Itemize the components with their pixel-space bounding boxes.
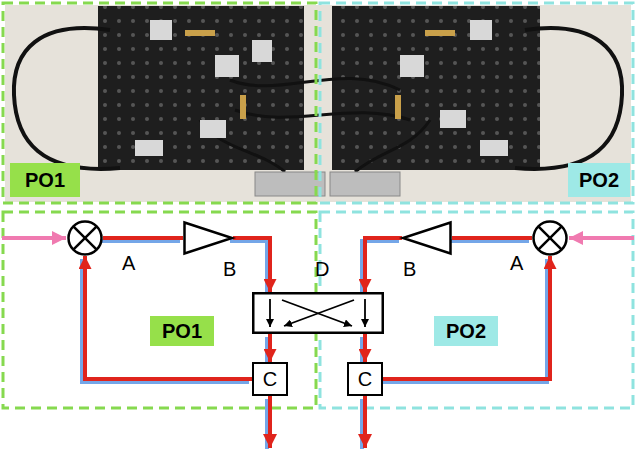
region-outline: [320, 3, 633, 203]
cable: [355, 120, 430, 172]
breadboard-holes: [98, 6, 304, 170]
signal-path: [362, 238, 402, 295]
cable: [235, 110, 410, 120]
mixer-node: A: [532, 220, 568, 256]
signal-path-line: [85, 256, 252, 379]
component-letter: C: [358, 369, 372, 389]
signal-path-line: [233, 238, 270, 292]
photo: [5, 5, 631, 202]
mixer-cross: [538, 226, 561, 249]
signal-path: [362, 334, 365, 365]
group-label: PO1: [150, 316, 214, 346]
coupler-arrow: [364, 299, 366, 327]
node-shape: [67, 220, 103, 256]
group-label: PO2: [434, 316, 498, 346]
component: [135, 140, 163, 156]
connector: [395, 95, 401, 119]
component: [470, 20, 492, 40]
component-letter: C: [263, 369, 277, 389]
component-letter: A: [510, 253, 523, 273]
mixer-circle: [534, 222, 567, 255]
signal-path-line: [268, 334, 272, 362]
group-label-text: PO1: [162, 321, 202, 341]
output-arrow: [363, 396, 367, 448]
component-letter: B: [403, 259, 416, 279]
cable: [14, 28, 120, 169]
group-label: PO2: [568, 163, 630, 197]
signal-path-line: [452, 236, 532, 240]
component: [252, 40, 272, 62]
breadboard: [332, 6, 540, 170]
signal-path: [267, 334, 270, 365]
component-letter: D: [315, 259, 329, 279]
node-shape: [252, 292, 384, 334]
signal-path-shadow: [82, 259, 249, 382]
connector: [185, 30, 215, 36]
signal-path-line: [365, 238, 402, 292]
breadboard-holes: [332, 6, 540, 170]
component-letter: B: [223, 259, 236, 279]
component: [400, 55, 424, 77]
amplifier-triangle: [185, 223, 233, 254]
region-outline: [3, 3, 316, 203]
signal-path: [449, 238, 532, 241]
output-arrow: [268, 396, 272, 448]
node-shape: [183, 221, 233, 255]
injection-arrow: [569, 236, 634, 240]
signal-path-line: [363, 334, 367, 362]
component-letter: A: [122, 253, 135, 273]
signal-path: [100, 238, 183, 241]
output-coupler-box: C: [252, 362, 288, 396]
coupler-node: D: [252, 292, 384, 334]
component: [480, 140, 508, 156]
mixer-cross: [73, 226, 96, 249]
coupler-box: [253, 293, 383, 333]
injection-arrow: [2, 236, 66, 240]
amplifier-node: B: [183, 221, 233, 255]
component: [440, 110, 466, 128]
signal-path: [380, 256, 550, 382]
node-shape: [402, 221, 452, 255]
signal-path-line: [103, 236, 183, 240]
mixer-cross: [73, 226, 96, 249]
signal-path-line: [383, 256, 550, 379]
signal-path: [82, 256, 252, 382]
mixer-cross: [538, 226, 561, 249]
group-label-text: PO2: [579, 170, 619, 190]
breadboard: [98, 6, 304, 170]
amplifier-node: B: [402, 221, 452, 255]
signal-path-shadow: [362, 241, 399, 295]
connector: [240, 95, 246, 119]
group-label: PO1: [10, 163, 80, 197]
output-coupler-box: C: [347, 362, 383, 396]
photo-background: [5, 5, 631, 202]
component: [200, 120, 226, 138]
coupler-housing: [330, 172, 400, 196]
node-shape: [532, 220, 568, 256]
coupler-arrow: [284, 300, 354, 326]
connector: [425, 30, 455, 36]
cable: [515, 28, 622, 169]
cable: [200, 120, 285, 172]
component: [150, 20, 172, 40]
group-label-text: PO1: [25, 170, 65, 190]
signal-path-shadow: [380, 259, 547, 382]
coupler-arrow: [269, 299, 271, 327]
mixer-circle: [69, 222, 102, 255]
mixer-node: A: [67, 220, 103, 256]
component: [215, 55, 239, 77]
group-label-text: PO2: [446, 321, 486, 341]
amplifier-triangle: [403, 223, 451, 254]
